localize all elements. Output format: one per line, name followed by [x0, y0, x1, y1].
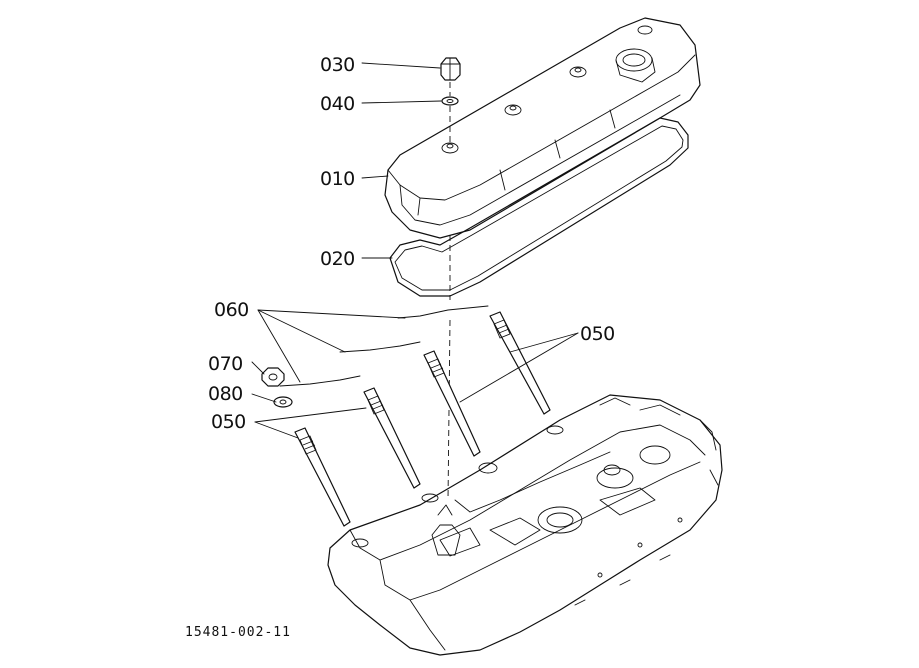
valve-cover-gasket [389, 117, 689, 297]
connector-lead [279, 305, 489, 387]
cylinder-head [327, 394, 723, 656]
callout-050-left: 050 [211, 411, 246, 433]
callout-060: 060 [214, 299, 249, 321]
callout-070: 070 [208, 353, 243, 375]
washer [441, 96, 459, 106]
leader-lines [251, 62, 579, 439]
callout-050-right: 050 [580, 323, 615, 345]
glow-plug-1 [294, 427, 351, 527]
terminal-washer [273, 396, 293, 408]
drawing-code: 15481-002-11 [185, 625, 291, 640]
glow-plug-3 [423, 350, 481, 457]
callout-020: 020 [320, 248, 355, 270]
callout-080: 080 [208, 383, 243, 405]
callout-010: 010 [320, 168, 355, 190]
terminal-nut [261, 367, 285, 387]
cap-nut [440, 57, 461, 81]
callout-030: 030 [320, 54, 355, 76]
callout-040: 040 [320, 93, 355, 115]
glow-plug-2 [363, 387, 421, 489]
glow-plug-4 [489, 311, 551, 415]
valve-cover [384, 17, 701, 239]
